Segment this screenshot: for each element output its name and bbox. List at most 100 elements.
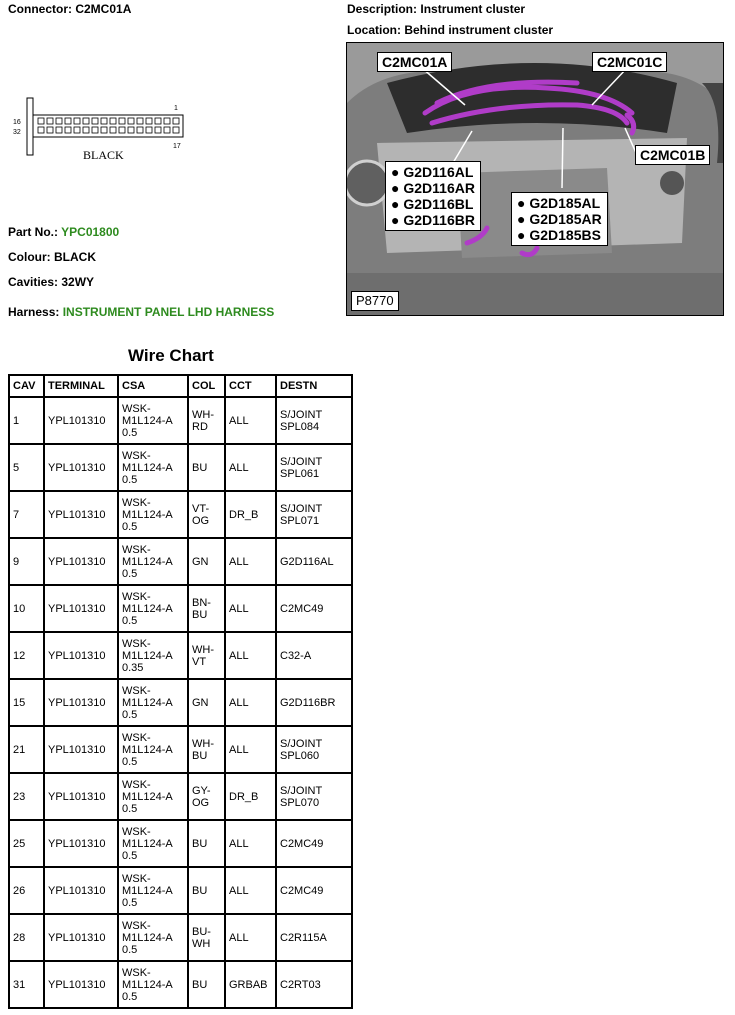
pin-cavity <box>163 126 171 134</box>
pin-cavity <box>73 126 81 134</box>
pin-cavity <box>118 126 126 134</box>
header-cct: CCT <box>224 374 277 398</box>
cell-cct: ALL <box>224 678 277 727</box>
callout-item: G2D185BS <box>517 227 602 243</box>
cell-destn: C2MC49 <box>275 584 353 633</box>
cell-col: VT-OG <box>187 490 226 539</box>
wire-chart-header-row: CAV TERMINAL CSA COL CCT DESTN <box>8 374 353 398</box>
cell-csa: WSK-M1L124-A 0.5 <box>117 490 189 539</box>
pin-cavity <box>172 126 180 134</box>
colour-line: Colour: BLACK <box>8 250 96 264</box>
pin-cavity <box>154 126 162 134</box>
cavities-label: Cavities: <box>8 275 59 289</box>
header-cav: CAV <box>8 374 45 398</box>
cell-cav: 1 <box>8 396 45 445</box>
cell-cct: ALL <box>224 584 277 633</box>
harness-label: Harness: <box>8 305 60 319</box>
cell-cct: ALL <box>224 396 277 445</box>
callout-item: G2D116BL <box>391 196 475 212</box>
pin-cavity <box>37 126 45 134</box>
cell-cav: 28 <box>8 913 45 962</box>
cell-cav: 5 <box>8 443 45 492</box>
cell-terminal: YPL101310 <box>43 584 119 633</box>
cell-cav: 31 <box>8 960 45 1009</box>
header-terminal: TERMINAL <box>43 374 119 398</box>
cell-terminal: YPL101310 <box>43 490 119 539</box>
cell-terminal: YPL101310 <box>43 537 119 586</box>
cell-csa: WSK-M1L124-A 0.5 <box>117 725 189 774</box>
cell-col: BU <box>187 960 226 1009</box>
cell-terminal: YPL101310 <box>43 913 119 962</box>
cell-csa: WSK-M1L124-A 0.5 <box>117 396 189 445</box>
callout-item: G2D185AL <box>517 195 602 211</box>
cell-cct: DR_B <box>224 490 277 539</box>
colour-value: BLACK <box>54 250 96 264</box>
location-photo: C2MC01A C2MC01C C2MC01B G2D116ALG2D116AR… <box>346 42 724 316</box>
harness-link[interactable]: INSTRUMENT PANEL LHD HARNESS <box>62 305 275 319</box>
callout-item: G2D116AL <box>391 164 475 180</box>
cell-terminal: YPL101310 <box>43 725 119 774</box>
part-no-line: Part No.: YPC01800 <box>8 225 119 239</box>
wire-chart-title: Wire Chart <box>128 346 214 365</box>
cell-csa: WSK-M1L124-A 0.5 <box>117 913 189 962</box>
cell-csa: WSK-M1L124-A 0.5 <box>117 772 189 821</box>
cell-cct: ALL <box>224 819 277 868</box>
cell-cct: ALL <box>224 443 277 492</box>
cell-terminal: YPL101310 <box>43 866 119 915</box>
part-no-link[interactable]: YPC01800 <box>61 225 120 239</box>
pin-cavity <box>136 126 144 134</box>
cell-col: WH-BU <box>187 725 226 774</box>
cell-destn: S/JOINT SPL071 <box>275 490 353 539</box>
pin-cavity <box>118 117 126 125</box>
cell-col: BU <box>187 443 226 492</box>
pin-cavity <box>82 126 90 134</box>
cell-cct: DR_B <box>224 772 277 821</box>
cell-cct: ALL <box>224 631 277 680</box>
connector-label: Connector: <box>8 2 72 16</box>
cell-terminal: YPL101310 <box>43 443 119 492</box>
cell-destn: S/JOINT SPL070 <box>275 772 353 821</box>
pin-cavity <box>82 117 90 125</box>
pin-grid <box>37 117 180 134</box>
cell-terminal: YPL101310 <box>43 678 119 727</box>
callout-item: G2D116AR <box>391 180 475 196</box>
header-destn: DESTN <box>275 374 353 398</box>
cell-cav: 26 <box>8 866 45 915</box>
pin-cavity <box>145 117 153 125</box>
cell-destn: C32-A <box>275 631 353 680</box>
pin-cavity <box>154 117 162 125</box>
cell-col: BN-BU <box>187 584 226 633</box>
connector-value: C2MC01A <box>75 2 132 16</box>
connector-face-diagram: 16 32 1 17 BLACK <box>13 97 184 162</box>
cell-destn: C2MC49 <box>275 866 353 915</box>
cell-terminal: YPL101310 <box>43 772 119 821</box>
pin-cavity <box>55 126 63 134</box>
pin-cavity <box>64 117 72 125</box>
description-line: Description: Instrument cluster <box>347 2 525 16</box>
harness-line: Harness: INSTRUMENT PANEL LHD HARNESS <box>8 305 274 319</box>
cell-destn: S/JOINT SPL061 <box>275 443 353 492</box>
cell-col: GY-OG <box>187 772 226 821</box>
pin-cavity <box>163 117 171 125</box>
cell-csa: WSK-M1L124-A 0.5 <box>117 960 189 1009</box>
cell-terminal: YPL101310 <box>43 960 119 1009</box>
location-line: Location: Behind instrument cluster <box>347 23 553 37</box>
pin-cavity <box>145 126 153 134</box>
connector-latch <box>26 97 34 156</box>
callout-c2mc01b: C2MC01B <box>635 145 711 165</box>
pin-cavity <box>172 117 180 125</box>
cavities-line: Cavities: 32WY <box>8 275 94 289</box>
part-no-label: Part No.: <box>8 225 59 239</box>
cell-col: GN <box>187 678 226 727</box>
